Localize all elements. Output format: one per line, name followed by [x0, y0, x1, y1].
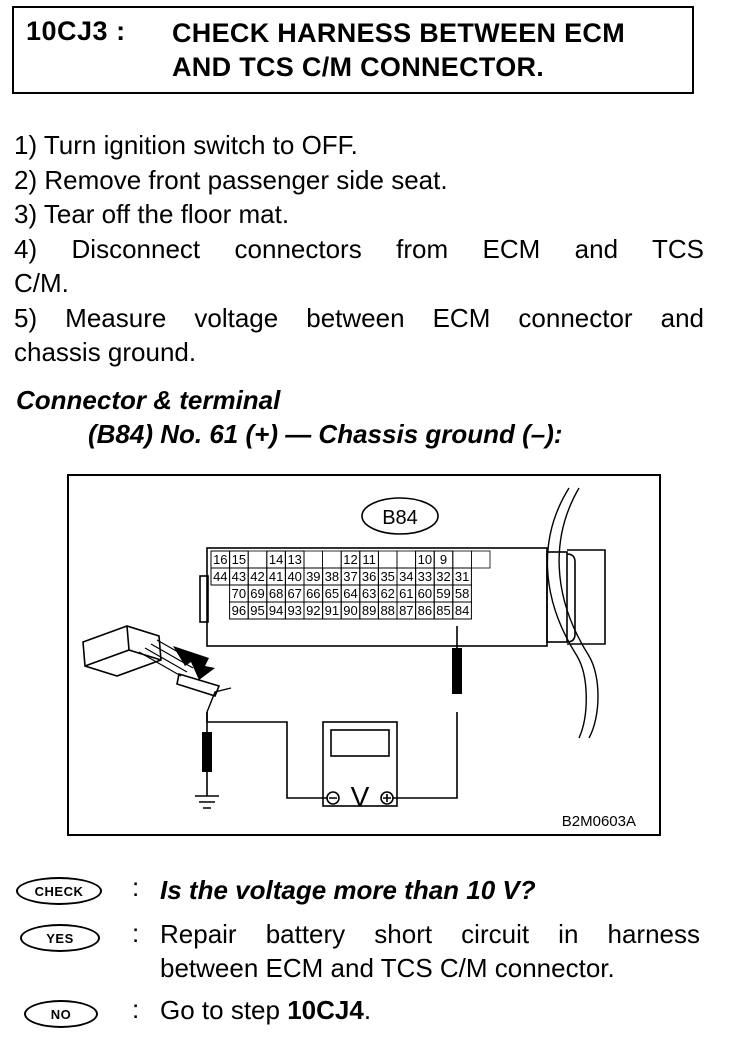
terminal-label: 9 — [440, 552, 447, 567]
connector-subtitle: (B84) No. 61 (+) — Chassis ground (–): — [88, 419, 563, 449]
meter-symbol: V — [351, 781, 370, 812]
terminal-cell — [396, 550, 417, 569]
step-id: 10CJ3 : — [26, 16, 126, 46]
terminal-label: 13 — [287, 552, 301, 567]
terminal-label: 92 — [306, 603, 320, 618]
terminal-label: 42 — [250, 569, 264, 584]
step-5: 5) Measure voltage between ECM connector… — [14, 302, 704, 333]
terminal-grid: 16 15 14 13 12 11 10 9 44 43 42 41 40 39 38 37 36 35 34 33 3… — [210, 550, 491, 620]
yes-answer-line2: between ECM and TCS C/M connector. — [160, 953, 615, 983]
terminal-label: 88 — [380, 603, 394, 618]
terminal-label: 67 — [287, 586, 301, 601]
terminal-label: 32 — [436, 569, 450, 584]
terminal-cell — [452, 601, 472, 620]
step-3: 3) Tear off the floor mat. — [14, 199, 290, 229]
figure-code: B2M0603A — [562, 813, 636, 830]
terminal-label: 44 — [213, 569, 227, 584]
terminal-label: 69 — [250, 586, 264, 601]
terminal-cell — [303, 550, 324, 569]
terminal-label: 66 — [306, 586, 320, 601]
terminal-label: 38 — [325, 569, 339, 584]
no-answer-step: 10CJ4 — [287, 995, 364, 1025]
no-answer-suffix: . — [363, 995, 372, 1025]
insert-arrow — [173, 646, 215, 680]
terminal-label: 93 — [287, 603, 301, 618]
terminal-label: 65 — [325, 586, 339, 601]
terminal-label: 85 — [436, 603, 450, 618]
terminal-label: 58 — [455, 586, 469, 601]
yes-answer-line1: Repair battery short circuit in harness — [160, 919, 700, 949]
terminal-label: 43 — [232, 569, 246, 584]
meter-labels: V B84 B2M0603A — [351, 507, 636, 830]
step-header: 10CJ3 : CHECK HARNESS BETWEEN ECM AND TC… — [12, 6, 694, 94]
connector-diagram: 16 15 14 13 12 11 10 9 44 43 42 41 40 39 38 37 36 35 34 33 3… — [67, 474, 661, 836]
no-answer-prefix: Go to step — [160, 995, 288, 1025]
terminal-label: 39 — [306, 569, 320, 584]
no-colon: : — [132, 994, 140, 1024]
terminal-label: 41 — [269, 569, 283, 584]
terminal-label: 64 — [343, 586, 357, 601]
terminal-cell — [322, 550, 342, 569]
terminal-cell — [452, 550, 472, 569]
terminal-label: 68 — [269, 586, 283, 601]
yes-badge: YES — [20, 924, 100, 952]
terminal-label: 37 — [343, 569, 357, 584]
check-question: Is the voltage more than 10 V? — [160, 875, 536, 905]
terminal-label: 31 — [455, 569, 469, 584]
step-title: CHECK HARNESS BETWEEN ECM AND TCS C/M CO… — [172, 16, 625, 84]
terminal-label: 34 — [399, 569, 413, 584]
terminal-probe — [452, 648, 462, 694]
voltmeter-body — [322, 721, 398, 807]
terminal-cell — [470, 550, 491, 569]
terminal-label: 33 — [418, 569, 432, 584]
no-answer: Go to step 10CJ4. — [160, 993, 371, 1027]
terminal-label: 95 — [250, 603, 264, 618]
procedure-steps: 1) Turn ignition switch to OFF. 2) Remov… — [14, 128, 704, 370]
step-4: 4) Disconnect connectors from ECM and TC… — [14, 233, 704, 264]
terminal-label: 70 — [232, 586, 246, 601]
terminal-label: 14 — [269, 552, 283, 567]
terminal-cell — [377, 550, 398, 569]
check-badge: CHECK — [16, 877, 102, 905]
connector-label: B84 — [382, 507, 418, 529]
terminal-label: 40 — [287, 569, 301, 584]
step-title-line1: CHECK HARNESS BETWEEN ECM — [172, 18, 626, 48]
terminal-cell — [247, 550, 268, 569]
terminal-label: 84 — [455, 603, 469, 618]
terminal-label: 10 — [418, 552, 432, 567]
connector-label-ellipse — [361, 497, 439, 535]
step-1: 1) Turn ignition switch to OFF. — [14, 130, 358, 160]
terminal-label: 60 — [418, 586, 432, 601]
yes-answer: Repair battery short circuit in harness … — [160, 917, 700, 985]
terminal-label: 63 — [362, 586, 376, 601]
check-colon: : — [132, 872, 140, 902]
no-badge: NO — [24, 1000, 98, 1028]
terminal-label: 90 — [343, 603, 357, 618]
terminal-label: 91 — [325, 603, 339, 618]
diagram-svg: 16 15 14 13 12 11 10 9 44 43 42 41 40 39 38 37 36 35 34 33 3… — [82, 487, 636, 830]
terminal-label: 61 — [399, 586, 413, 601]
terminal-label: 59 — [436, 586, 450, 601]
terminal-label: 12 — [343, 552, 357, 567]
terminal-label: 36 — [362, 569, 376, 584]
step-title-line2: AND TCS C/M CONNECTOR. — [172, 52, 545, 82]
terminal-label: 86 — [418, 603, 432, 618]
terminal-label: 62 — [380, 586, 394, 601]
terminal-label: 35 — [380, 569, 394, 584]
terminal-label: 87 — [399, 603, 413, 618]
step-4-cont: C/M. — [14, 268, 69, 298]
connector-title: Connector & terminal — [16, 385, 281, 415]
step-2: 2) Remove front passenger side seat. — [14, 164, 448, 195]
terminal-label: 11 — [362, 552, 376, 567]
ground-probe — [202, 732, 212, 772]
step-5-cont: chassis ground. — [14, 337, 197, 367]
yes-colon: : — [132, 918, 140, 948]
terminal-label: 89 — [362, 603, 376, 618]
terminal-label: 94 — [269, 603, 283, 618]
terminal-label: 16 — [213, 552, 227, 567]
terminal-label: 96 — [232, 603, 246, 618]
terminal-label: 15 — [232, 552, 246, 567]
